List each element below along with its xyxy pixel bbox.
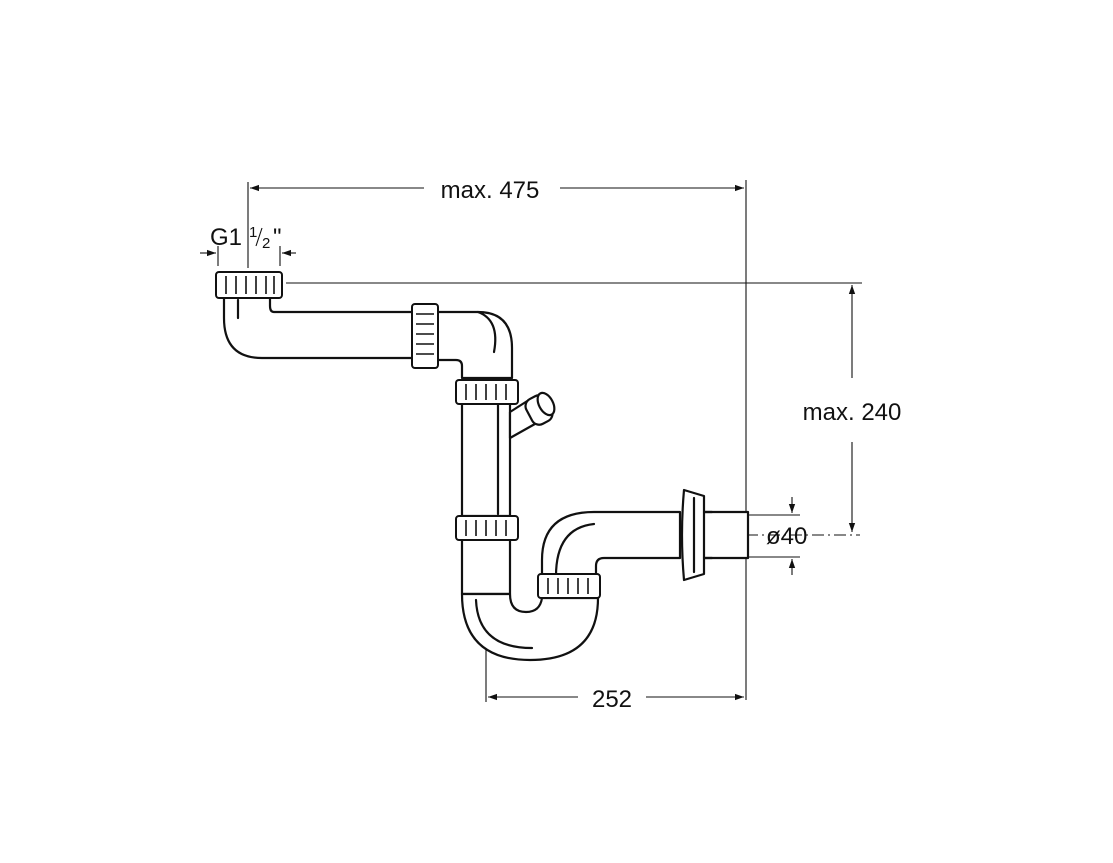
svg-text:2: 2 (262, 235, 270, 252)
thread-size-label: G1 1 2 " (210, 224, 282, 252)
dimension-labels: max. 475 max. 240 ø40 252 G1 1 2 " (210, 177, 901, 713)
svg-text:": " (273, 224, 282, 251)
siphon-body (222, 294, 750, 662)
max-width-label: max. 475 (441, 177, 540, 204)
outlet-diameter-label: ø40 (766, 523, 807, 550)
inlet-nut (215, 271, 283, 299)
max-height-label: max. 240 (803, 399, 902, 426)
trap-outlet-nut (537, 573, 601, 599)
nuts (215, 271, 601, 599)
offset-label: 252 (592, 686, 632, 713)
upper-tube-nut (455, 379, 519, 405)
svg-text:1: 1 (249, 224, 257, 241)
middle-tube-nut (455, 515, 519, 541)
horizontal-pipe-nut (411, 303, 439, 369)
svg-text:G1: G1 (210, 224, 242, 251)
dimension-lines (200, 180, 862, 702)
